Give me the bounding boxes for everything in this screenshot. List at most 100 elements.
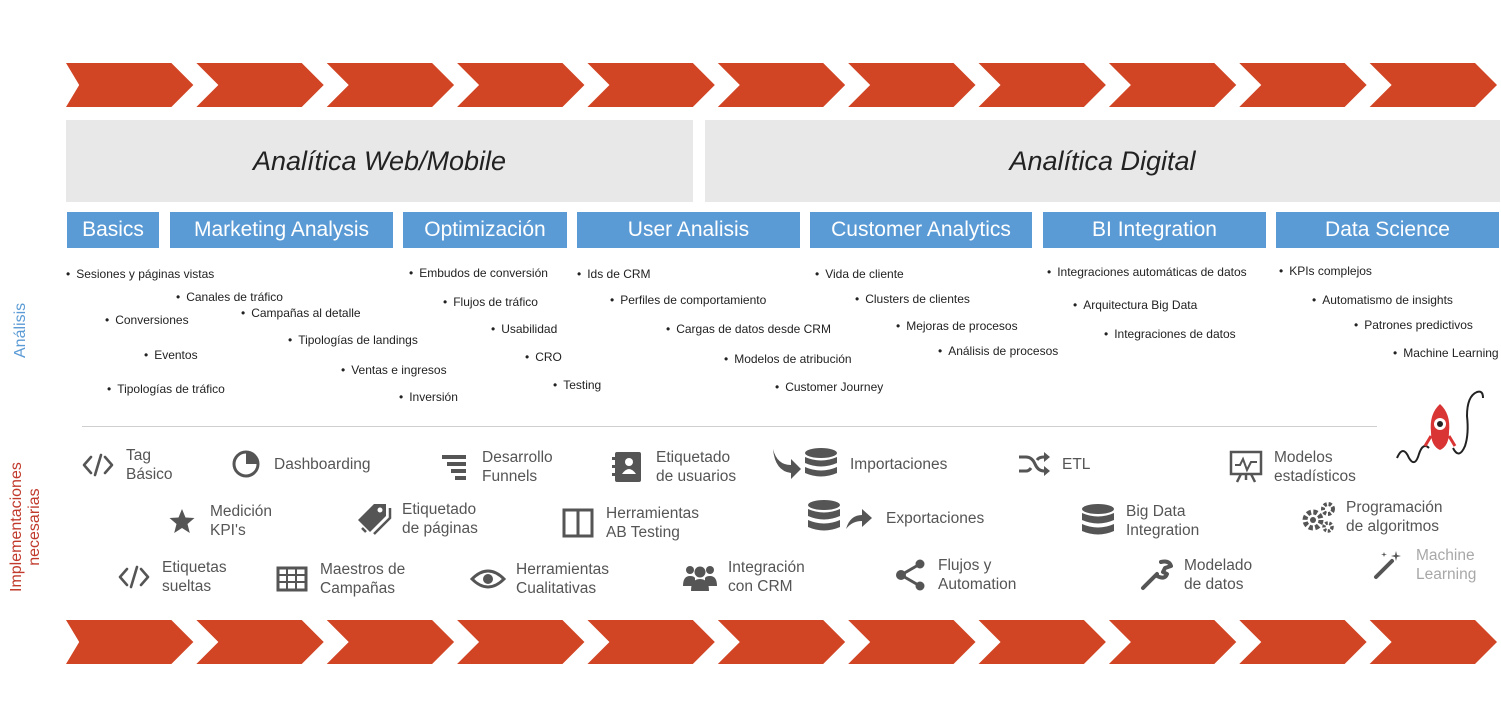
- bullet-item: Tipologías de tráfico: [107, 382, 225, 396]
- impl-modelado-datos: Modelado de datos: [1138, 556, 1252, 594]
- bullet-item: Tipologías de landings: [288, 333, 418, 347]
- bullet-item: Testing: [553, 378, 601, 392]
- impl-label: Etiquetado de páginas: [402, 501, 478, 537]
- impl-etiquetas-sueltas: Etiquetas sueltas: [116, 558, 227, 596]
- bullet-item: Integraciones de datos: [1104, 327, 1235, 341]
- chevron-segment: [848, 620, 976, 664]
- impl-etiquetado-usuarios: Etiquetado de usuarios: [610, 448, 736, 486]
- impl-exportaciones: Exportaciones: [806, 500, 984, 536]
- top-chevron-arrows: [66, 63, 1500, 107]
- impl-label: Dashboarding: [274, 455, 371, 473]
- gears-icon: [1300, 499, 1336, 535]
- funnel-icon: [436, 449, 472, 485]
- chevron-segment: [1239, 63, 1367, 107]
- code-icon: [80, 447, 116, 483]
- impl-label: Exportaciones: [886, 509, 985, 527]
- chevron-arrows-bottom: [66, 620, 1497, 664]
- header-digital: Analítica Digital: [705, 120, 1500, 202]
- impl-label: Desarrollo Funnels: [482, 449, 553, 485]
- impl-label: Modelado de datos: [1184, 557, 1253, 593]
- impl-label: Flujos y Automation: [938, 557, 1017, 593]
- users-icon: [682, 559, 718, 595]
- impl-big-data-integration: Big Data Integration: [1080, 502, 1199, 540]
- chevron-segment: [66, 620, 194, 664]
- chevron-segment: [457, 63, 585, 107]
- impl-medicion-kpis: Medición KPI's: [164, 502, 272, 540]
- chevron-segment: [978, 620, 1106, 664]
- impl-label: Herramientas Cualitativas: [516, 561, 610, 597]
- shuffle-icon: [1016, 446, 1052, 482]
- bullet-item: Ids de CRM: [577, 267, 650, 281]
- impl-importaciones: Importaciones: [768, 446, 947, 482]
- category-customer-analytics: Customer Analytics: [810, 212, 1032, 248]
- bullet-item: KPIs complejos: [1279, 264, 1372, 278]
- database-export-icon: [806, 500, 876, 536]
- impl-label: Medición KPI's: [210, 503, 273, 539]
- chevron-segment: [587, 63, 715, 107]
- impl-herramientas-cualitativas: Herramientas Cualitativas: [470, 560, 609, 598]
- bullet-item: Mejoras de procesos: [896, 319, 1017, 333]
- bullet-item: Arquitectura Big Data: [1073, 298, 1197, 312]
- impl-tag-basico: Tag Básico: [80, 446, 173, 484]
- table-icon: [274, 561, 310, 597]
- split-columns-icon: [560, 505, 596, 541]
- chevron-segment: [1369, 63, 1497, 107]
- category-basics: Basics: [67, 212, 159, 248]
- bullet-item: Vida de cliente: [815, 267, 904, 281]
- impl-integracion-crm: Integración con CRM: [682, 558, 805, 596]
- implementations-side-label: Implementaciones necesarias: [8, 462, 43, 592]
- code-icon: [116, 559, 152, 595]
- bullet-item: Campañas al detalle: [241, 306, 360, 320]
- impl-label: Importaciones: [850, 455, 948, 473]
- impl-label: Herramientas AB Testing: [606, 505, 700, 541]
- chevron-segment: [326, 620, 455, 664]
- pie-chart-icon: [228, 446, 264, 482]
- impl-flujos-automation: Flujos y Automation: [892, 556, 1016, 594]
- chevron-segment: [196, 620, 324, 664]
- chevron-segment: [196, 63, 324, 107]
- bullet-item: Integraciones automáticas de datos: [1047, 265, 1246, 279]
- chevron-segment: [1108, 620, 1237, 664]
- impl-label: Maestros de Campañas: [320, 561, 406, 597]
- bullet-item: Patrones predictivos: [1354, 318, 1473, 332]
- bullet-item: Ventas e ingresos: [341, 363, 446, 377]
- bullet-item: Perfiles de comportamiento: [610, 293, 766, 307]
- impl-modelos-estadisticos: Modelos estadísticos: [1228, 448, 1356, 486]
- tags-icon: [356, 501, 392, 537]
- database-import-icon: [768, 446, 840, 482]
- bullet-item: Canales de tráfico: [176, 290, 283, 304]
- impl-programacion-algoritmos: Programación de algoritmos: [1300, 498, 1443, 536]
- chevron-segment: [717, 63, 846, 107]
- chevron-segment: [326, 63, 455, 107]
- bullet-item: Análisis de procesos: [938, 344, 1058, 358]
- impl-label: Machine Learning: [1416, 547, 1477, 583]
- chevron-segment: [717, 620, 846, 664]
- impl-herramientas-ab-testing: Herramientas AB Testing: [560, 504, 699, 542]
- impl-etiquetado-paginas: Etiquetado de páginas: [356, 500, 478, 538]
- chevron-segment: [978, 63, 1106, 107]
- bullet-item: CRO: [525, 350, 562, 364]
- impl-label: Programación de algoritmos: [1346, 499, 1443, 535]
- bullet-item: Automatismo de insights: [1312, 293, 1453, 307]
- bullet-item: Clusters de clientes: [855, 292, 970, 306]
- chevron-segment: [457, 620, 585, 664]
- eye-icon: [470, 561, 506, 597]
- bullet-item: Customer Journey: [775, 380, 883, 394]
- share-nodes-icon: [892, 557, 928, 593]
- bullet-item: Modelos de atribución: [724, 352, 851, 366]
- bullet-item: Inversión: [399, 390, 458, 404]
- category-marketing-analysis: Marketing Analysis: [170, 212, 393, 248]
- bullet-item: Embudos de conversión: [409, 266, 548, 280]
- star-icon: [164, 503, 200, 539]
- impl-maestros-campanas: Maestros de Campañas: [274, 560, 405, 598]
- chevron-segment: [1369, 620, 1497, 664]
- bullet-item: Eventos: [144, 348, 197, 362]
- impl-label: Integración con CRM: [728, 559, 805, 595]
- impl-label: Big Data Integration: [1126, 503, 1200, 539]
- bullet-item: Sesiones y páginas vistas: [66, 267, 214, 281]
- database-icon: [1080, 503, 1116, 539]
- section-divider: [82, 426, 1377, 427]
- impl-label: ETL: [1062, 455, 1091, 473]
- impl-label: Tag Básico: [126, 447, 173, 483]
- category-data-science: Data Science: [1276, 212, 1499, 248]
